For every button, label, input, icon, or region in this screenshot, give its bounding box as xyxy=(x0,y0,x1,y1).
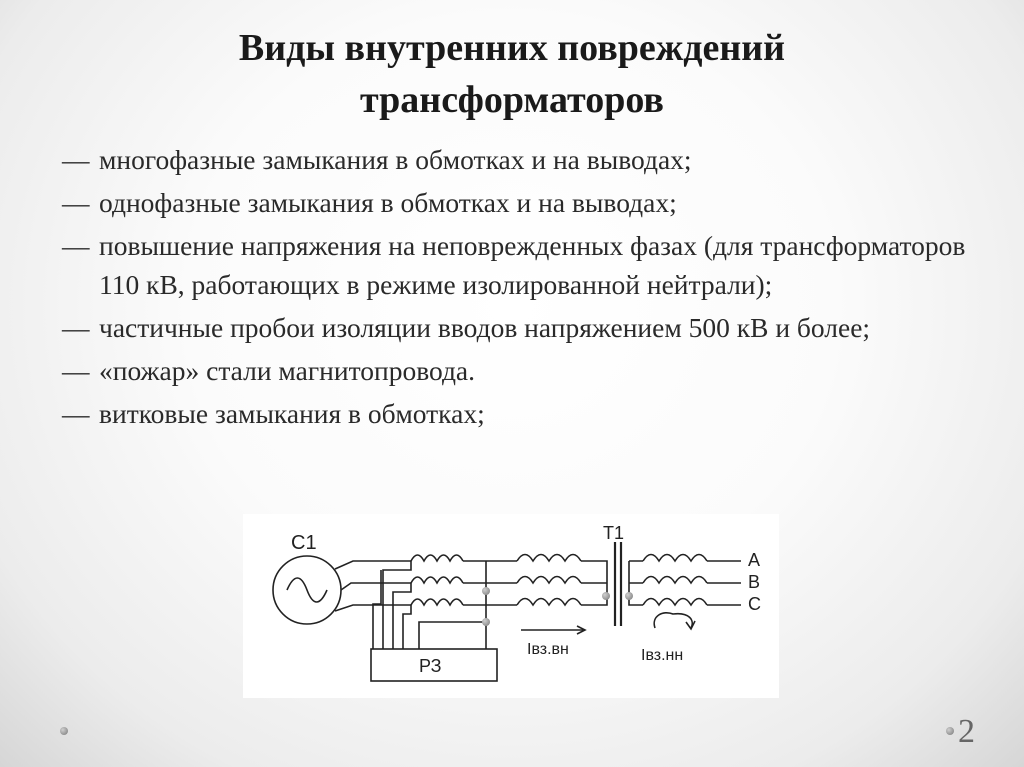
wire xyxy=(340,582,411,591)
lv-winding-a xyxy=(642,553,708,563)
generator-label: C1 xyxy=(291,532,317,554)
list-item-text: частичные пробои изоляции вводов напряже… xyxy=(99,312,871,343)
slide-title: Виды внутренних повреждений трансформато… xyxy=(0,22,1024,126)
wire xyxy=(382,561,412,649)
junction-dot xyxy=(602,592,610,600)
bullet-dash: — xyxy=(62,144,90,175)
list-item: — «пожар» стали магнитопровода. xyxy=(62,351,982,390)
transformer-label: T1 xyxy=(603,523,624,543)
list-item-text: повышение напряжения на неповрежденных ф… xyxy=(99,230,966,300)
junction-dot xyxy=(482,618,490,626)
list-item-text: витковые замыкания в обмотках; xyxy=(99,398,485,429)
hv-winding-c xyxy=(516,597,582,607)
title-line-1: Виды внутренних повреждений xyxy=(238,27,786,69)
lv-current-label: Iвз.нн xyxy=(641,647,683,664)
page-number: 2 xyxy=(958,713,975,750)
lv-winding-c xyxy=(642,597,708,607)
hv-winding-a xyxy=(516,553,582,563)
ct-winding-a xyxy=(410,554,464,563)
list-item-text: однофазные замыкания в обмотках и на выв… xyxy=(99,187,677,218)
slide-decor-dot-right xyxy=(946,727,954,735)
list-item: — повышение напряжения на неповрежденных… xyxy=(62,226,982,304)
title-line-2: трансформаторов xyxy=(360,79,664,121)
wire xyxy=(334,560,411,570)
bullet-dash: — xyxy=(62,398,90,429)
lv-current-loop xyxy=(653,612,693,629)
list-item-text: многофазные замыкания в обмотках и на вы… xyxy=(99,144,692,175)
ct-winding-b xyxy=(410,576,464,585)
ct-winding-c xyxy=(410,598,464,607)
bullet-dash: — xyxy=(62,312,90,343)
phase-label-a: A xyxy=(748,550,760,570)
lv-neutral-wire xyxy=(628,560,643,606)
wire xyxy=(334,604,411,612)
circuit-svg: C1 РЗ xyxy=(272,523,761,682)
junction-dot xyxy=(625,592,633,600)
bullet-dash: — xyxy=(62,187,90,218)
damage-types-list: — многофазные замыкания в обмотках и на … xyxy=(62,140,982,437)
bullet-dash: — xyxy=(62,230,90,261)
list-item-text: «пожар» стали магнитопровода. xyxy=(99,355,476,386)
wire xyxy=(402,605,412,649)
list-item: — однофазные замыкания в обмотках и на в… xyxy=(62,183,982,222)
list-item: — частичные пробои изоляции вводов напря… xyxy=(62,308,982,347)
wire xyxy=(392,583,412,649)
relay-box xyxy=(370,648,498,682)
hv-current-label: Iвз.вн xyxy=(527,641,569,658)
phase-label-c: C xyxy=(748,594,761,614)
relay-label: РЗ xyxy=(419,656,441,676)
phase-label-b: B xyxy=(748,572,760,592)
lv-winding-b xyxy=(642,575,708,585)
hv-winding-b xyxy=(516,575,582,585)
arrow-head-icon xyxy=(576,625,587,635)
bullet-dash: — xyxy=(62,355,90,386)
list-item: — многофазные замыкания в обмотках и на … xyxy=(62,140,982,179)
wire xyxy=(372,570,382,649)
transformer-circuit-diagram: C1 РЗ xyxy=(243,514,779,698)
list-item: — витковые замыкания в обмотках; xyxy=(62,394,982,433)
ac-wave-icon xyxy=(286,577,328,603)
arrow-head-icon xyxy=(685,620,696,631)
slide-decor-dot-left xyxy=(60,727,68,735)
junction-dot xyxy=(482,587,490,595)
hv-neutral-wire xyxy=(581,560,608,606)
